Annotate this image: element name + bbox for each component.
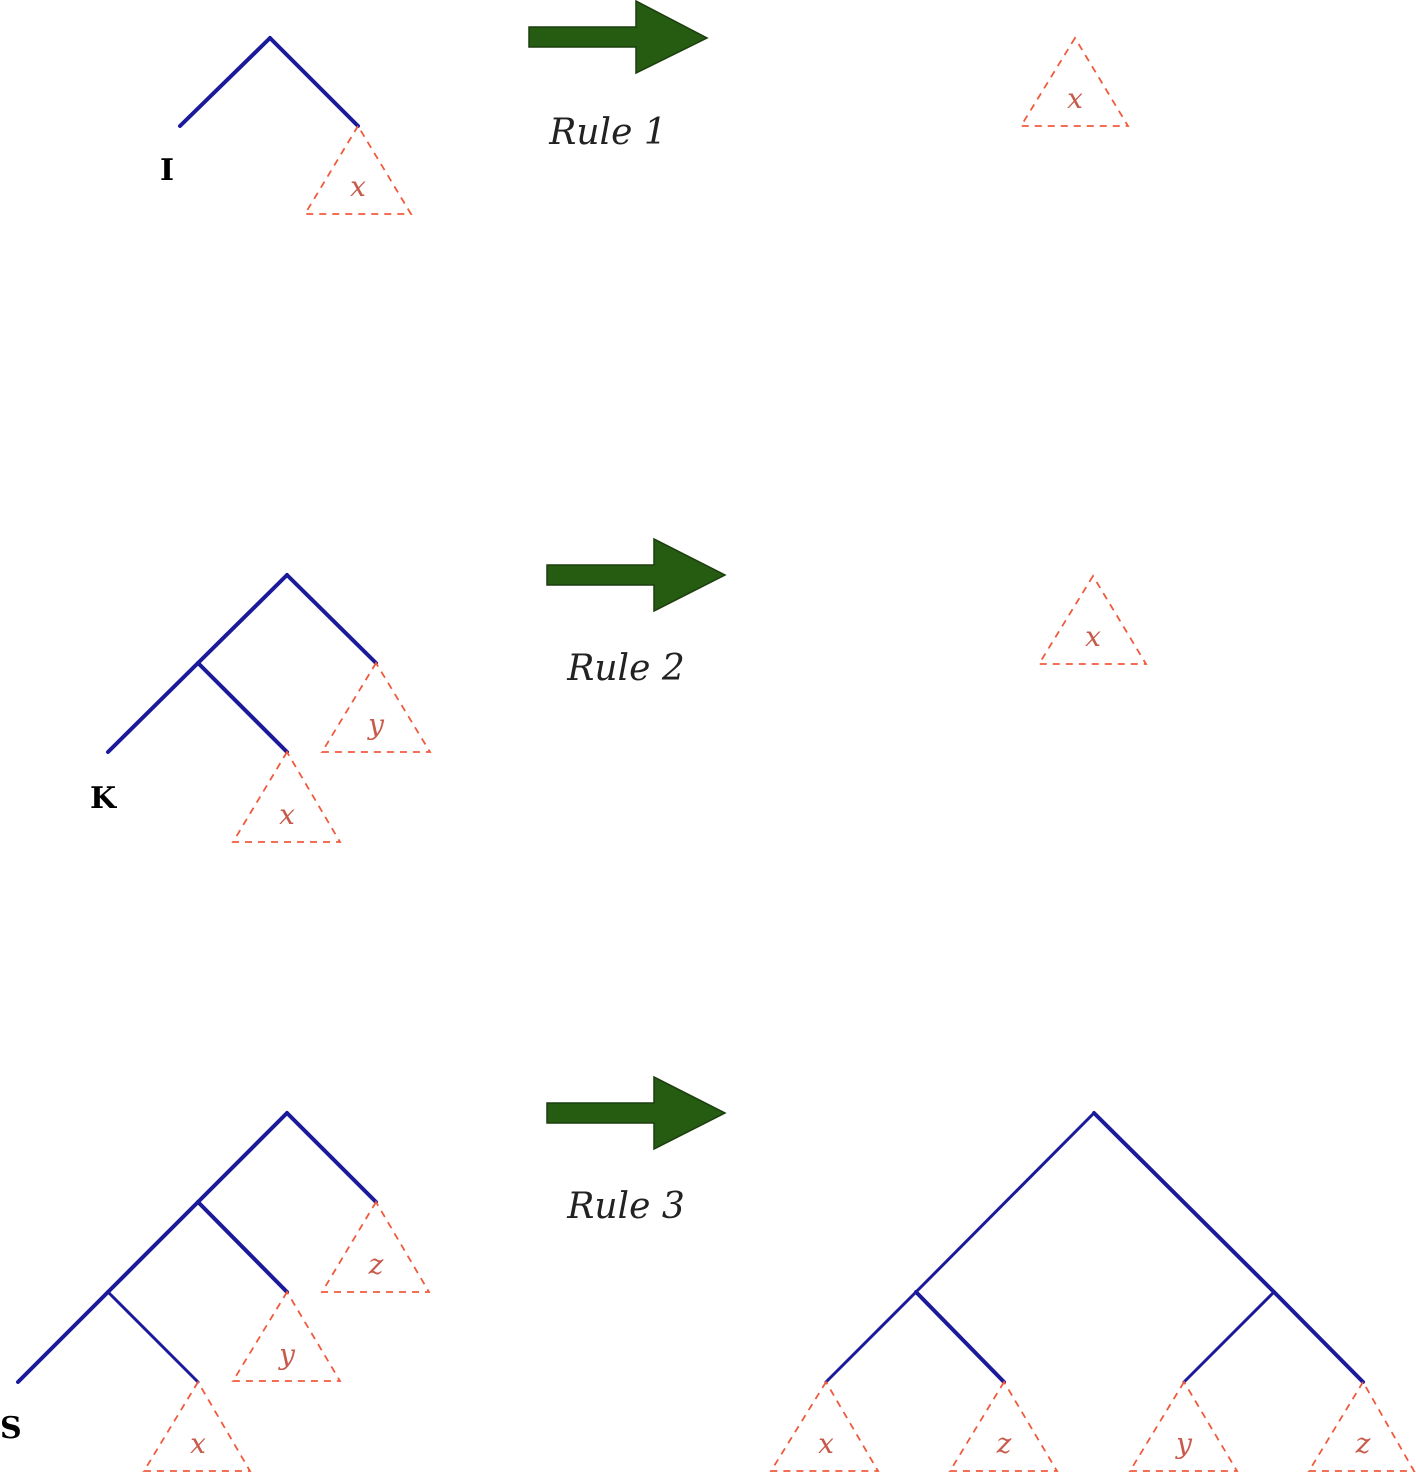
rule-3-arrow: Rule 3 xyxy=(546,1075,727,1227)
tree-branch xyxy=(1272,1290,1365,1384)
tree-branch xyxy=(106,661,200,754)
subtree-variable: x xyxy=(1067,82,1083,115)
rule-label: Rule 1 xyxy=(548,112,666,153)
subtree-placeholder: y xyxy=(1128,1380,1239,1472)
tree-branch xyxy=(268,36,360,128)
rule-2-rhs-tree: x xyxy=(1037,574,1148,665)
subtree-placeholder: x xyxy=(303,124,413,215)
combinator-label: S xyxy=(0,1411,22,1446)
rule-2: K x y Rule 2 x xyxy=(90,537,1148,843)
subtree-variable: z xyxy=(368,1248,384,1281)
tree-branch xyxy=(196,661,289,754)
tree-branch xyxy=(196,1111,289,1204)
tree-branch xyxy=(824,1290,918,1384)
subtree-placeholder: x xyxy=(1037,574,1148,665)
subtree-variable: y xyxy=(366,708,385,741)
subtree-placeholder: z xyxy=(948,1380,1059,1472)
rule-1: I x Rule 1 x xyxy=(160,0,1130,215)
subtree-variable: x xyxy=(818,1427,834,1460)
subtree-placeholder: y xyxy=(231,1290,342,1382)
rule-label: Rule 2 xyxy=(566,648,684,689)
arrow-icon xyxy=(546,537,727,613)
rule-1-rhs-tree: x xyxy=(1019,36,1130,127)
tree-branch xyxy=(178,36,272,128)
subtree-placeholder: x xyxy=(231,750,342,843)
rule-1-lhs-tree: I x xyxy=(160,36,413,215)
arrow-icon xyxy=(546,1075,727,1151)
subtree-variable: x xyxy=(350,170,366,203)
subtree-variable: y xyxy=(1174,1427,1193,1460)
rule-2-arrow: Rule 2 xyxy=(546,537,727,689)
rule-3: S x y z Rule 3 xyxy=(0,1075,1416,1472)
tree-branch xyxy=(106,1290,200,1384)
subtree-variable: x xyxy=(190,1427,206,1460)
rule-3-lhs-tree: S x y z xyxy=(0,1111,431,1472)
combinator-label: K xyxy=(90,781,117,816)
tree-branch xyxy=(914,1290,1006,1384)
tree-branch xyxy=(285,573,378,665)
combinator-label: I xyxy=(160,153,174,188)
tree-branch xyxy=(16,1290,110,1384)
arrow-icon xyxy=(528,0,709,75)
subtree-placeholder: x xyxy=(769,1380,880,1472)
tree-branch xyxy=(106,1200,200,1294)
tree-branch xyxy=(196,1200,289,1294)
subtree-placeholder: y xyxy=(320,661,432,753)
subtree-placeholder: x xyxy=(142,1380,252,1472)
subtree-variable: y xyxy=(277,1338,296,1371)
tree-branch xyxy=(914,1111,1096,1294)
subtree-placeholder: z xyxy=(320,1200,431,1293)
subtree-variable: z xyxy=(996,1427,1012,1460)
tree-branch xyxy=(196,573,289,665)
subtree-variable: x xyxy=(279,798,295,831)
rule-2-lhs-tree: K x y xyxy=(90,573,432,843)
tree-branch xyxy=(285,1111,378,1204)
rule-label: Rule 3 xyxy=(566,1186,684,1227)
subtree-variable: x xyxy=(1085,620,1101,653)
rule-1-arrow: Rule 1 xyxy=(528,0,709,153)
tree-branch xyxy=(1092,1111,1276,1294)
rule-3-rhs-tree: x z y z xyxy=(769,1111,1416,1472)
tree-branch xyxy=(1182,1290,1276,1384)
subtree-placeholder: z xyxy=(1307,1380,1416,1472)
subtree-placeholder: x xyxy=(1019,36,1130,127)
subtree-variable: z xyxy=(1355,1427,1371,1460)
